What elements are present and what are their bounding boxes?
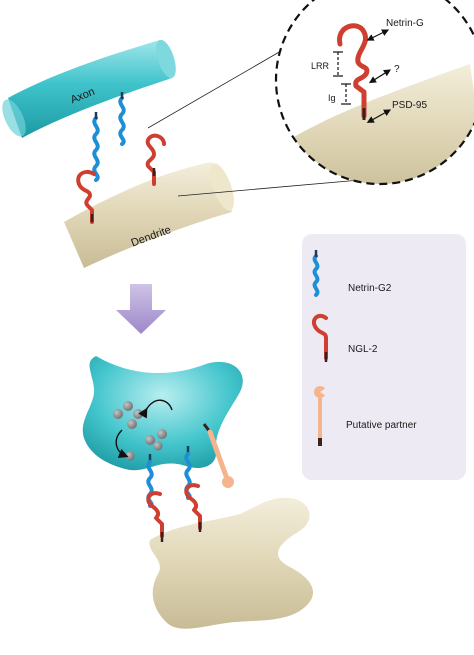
unknown-partner-arrow xyxy=(368,69,392,84)
netrin-g2-chain-right xyxy=(118,92,126,146)
axon xyxy=(2,39,176,138)
putative-partner-icon xyxy=(314,386,326,446)
bottom-ngl-2-right xyxy=(184,483,202,532)
zoom-line-bottom xyxy=(177,179,361,197)
transition-arrow xyxy=(116,284,166,334)
ngl-2-right xyxy=(145,133,166,186)
dendrite xyxy=(64,162,235,268)
legend-label-putative-partner: Putative partner xyxy=(346,420,417,431)
zoom-inset xyxy=(274,0,474,186)
psd95-label: PSD-95 xyxy=(392,100,427,111)
legend-label-netrin-g2: Netrin-G2 xyxy=(348,283,392,294)
ig-label: Ig xyxy=(328,93,336,103)
vesicle-cycle-arrow-top xyxy=(138,399,173,419)
unknown-partner-label: ? xyxy=(394,64,400,75)
ngl-2-left xyxy=(76,169,96,224)
legend-label-ngl-2: NGL-2 xyxy=(348,344,378,355)
postsynaptic-dendrite xyxy=(149,497,314,629)
legend xyxy=(302,234,466,480)
ngl-2-icon xyxy=(311,313,328,362)
lrr-label: LRR xyxy=(311,61,330,71)
ig-bracket xyxy=(341,83,351,105)
presynaptic-terminal xyxy=(82,356,243,471)
zoom-line-top xyxy=(147,39,301,129)
lrr-bracket xyxy=(333,51,343,77)
netrin-g-arrow xyxy=(366,29,390,41)
psd95-arrow xyxy=(366,109,392,123)
bottom-ngl-2-left xyxy=(146,491,164,542)
netrin-g2-chain-left xyxy=(92,112,100,182)
vesicle-cycle-arrow-left xyxy=(115,429,129,458)
netrin-g2-icon xyxy=(312,250,320,297)
bottom-putative-partner xyxy=(202,423,234,488)
netrin-g-label: Netrin-G xyxy=(386,18,424,29)
ngl-2-detailed xyxy=(337,23,370,120)
